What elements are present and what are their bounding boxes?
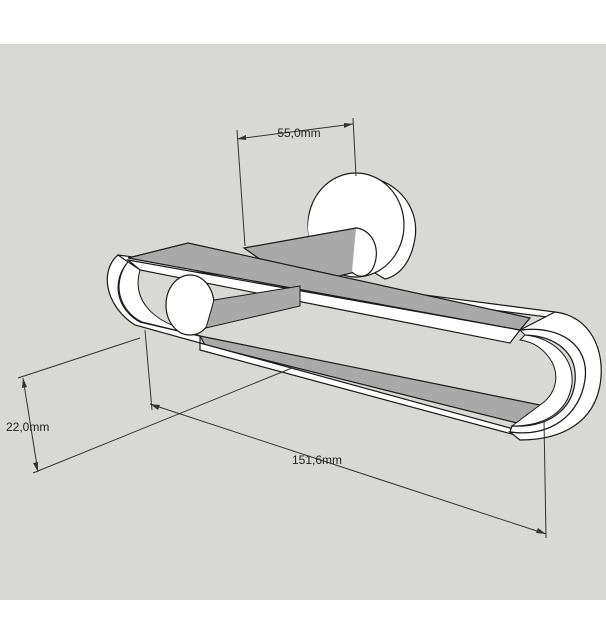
loop-top-strip: [117, 242, 556, 344]
dimension-height-label: 22,0mm: [6, 420, 49, 434]
handle-rod: [242, 227, 377, 287]
rod-end: [165, 274, 301, 336]
dimension-offset: 55,0mm: [236, 117, 357, 247]
dimension-length: 151,6mm: [144, 329, 547, 539]
dimension-offset-label: 55,0mm: [277, 126, 320, 140]
loop-right-end: [507, 311, 602, 441]
dimension-length-label: 151,6mm: [292, 453, 342, 467]
dimension-height: 22,0mm: [6, 337, 293, 474]
